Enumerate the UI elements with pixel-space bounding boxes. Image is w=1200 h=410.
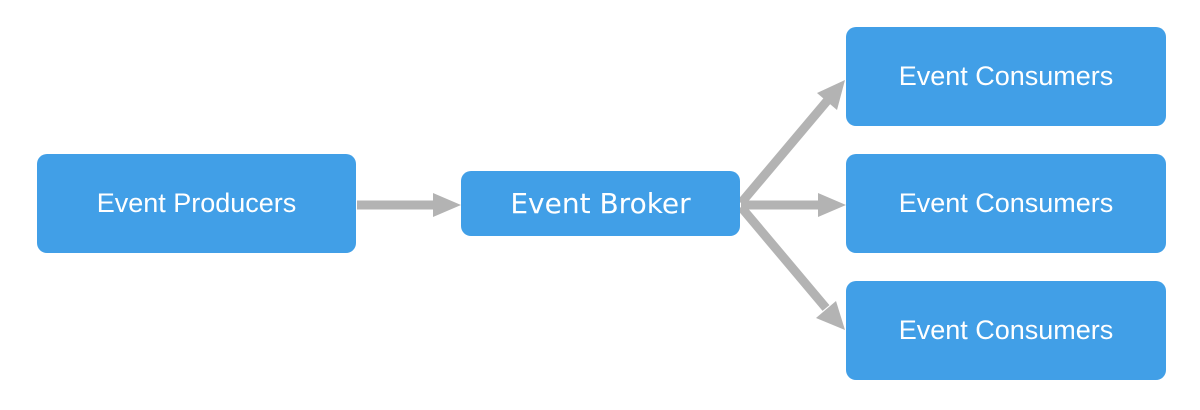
arrow-broker-to-consumer-top	[737, 80, 845, 206]
event-consumers-label: Event Consumers	[898, 315, 1114, 345]
event-broker-label: Event Broker	[510, 187, 691, 220]
arrow-producers-to-broker	[357, 193, 461, 217]
arrow-broker-to-consumer-bottom	[737, 204, 845, 330]
arrow-broker-to-consumer-middle	[741, 193, 846, 217]
event-consumers-label: Event Consumers	[898, 188, 1114, 218]
event-consumers-label: Event Consumers	[898, 61, 1114, 91]
event-producers-label: Event Producers	[96, 188, 297, 218]
event-broker-box: Event Broker	[461, 171, 740, 236]
event-consumers-box-middle: Event Consumers	[846, 154, 1166, 253]
event-consumers-box-top: Event Consumers	[846, 27, 1166, 126]
event-producers-box: Event Producers	[37, 154, 356, 253]
event-consumers-box-bottom: Event Consumers	[846, 281, 1166, 380]
